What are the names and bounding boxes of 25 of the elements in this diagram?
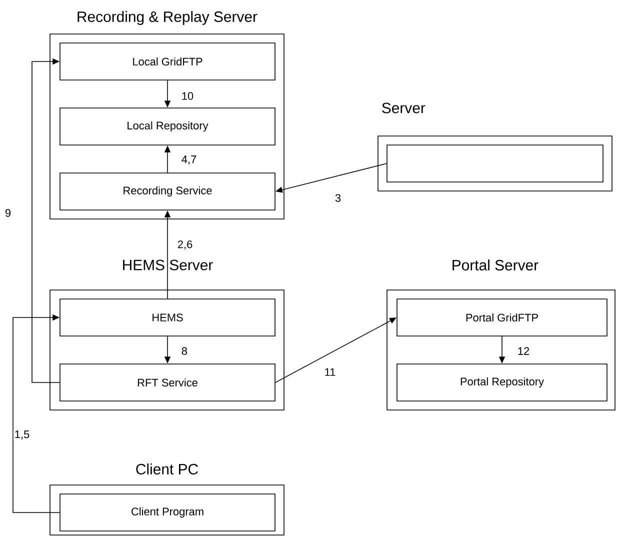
edge-label: 12 [516,346,531,356]
arrow [32,58,60,383]
edge-label: 3 [334,193,342,203]
component-box: Portal GridFTP [396,298,608,336]
edge-label: 10 [180,91,195,101]
component-box: Portal Repository [396,364,608,402]
edge-label: 9 [4,208,12,218]
edge-label: 2,6 [176,239,194,251]
component-box: HEMS [60,298,276,336]
server-title: Server [382,102,426,114]
empty-box [386,144,604,182]
server-title: Portal Server [452,260,538,270]
component-box: Local Repository [60,108,276,146]
component-box: Local GridFTP [60,42,276,80]
server-title: HEMS Server [123,260,213,270]
component-box: RFT Service [60,364,276,402]
server-title: Recording & Replay Server [78,11,258,25]
edge-label: 11 [323,367,337,377]
component-box: Client Program [60,494,276,532]
component-box: Recording Service [60,172,276,210]
server-title: Client PC [136,464,198,474]
edge-label: 1,5 [13,430,31,440]
arrow [12,314,60,513]
edge-label: 4,7 [180,154,198,166]
edge-label: 8 [180,346,188,356]
